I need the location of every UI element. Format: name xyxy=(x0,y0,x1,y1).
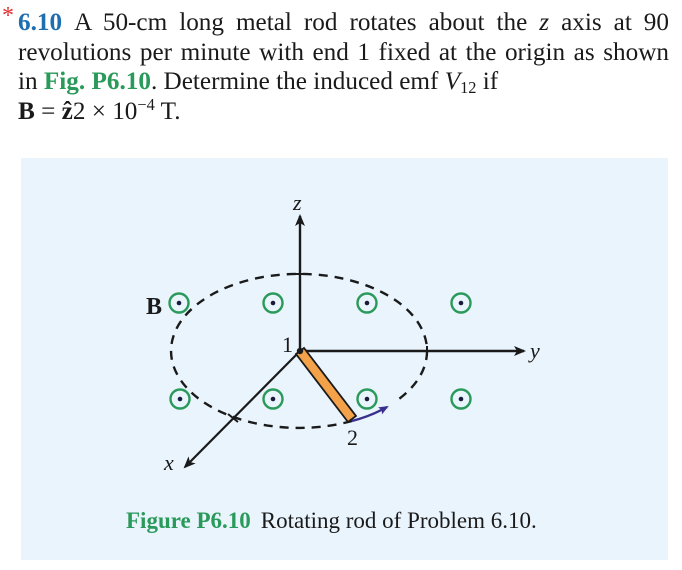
emf-subscript: 12 xyxy=(460,78,477,98)
rod-end-2-label: 2 xyxy=(347,425,358,450)
y-axis xyxy=(300,346,526,356)
figure-reference-link[interactable]: Fig. P6.10 xyxy=(43,68,151,95)
z-axis-label: z xyxy=(292,190,302,215)
field-unit: T. xyxy=(154,97,181,125)
unit-vector-z: ẑ xyxy=(61,97,73,125)
problem-number: 6.10 xyxy=(18,9,63,36)
metal-rod xyxy=(294,346,358,424)
magnetic-field-symbols xyxy=(168,292,472,410)
field-symbol: B xyxy=(18,97,35,125)
rod-end-1-label: 1 xyxy=(282,332,293,357)
rotation-path-ellipse xyxy=(169,272,429,430)
rotating-rod-diagram: z y x B 1 2 xyxy=(146,190,540,475)
figure-caption-label: Figure P6.10 xyxy=(126,508,251,533)
starred-problem-marker: * xyxy=(2,3,14,29)
equals-sign: = xyxy=(34,97,62,125)
problem-text-3: . Determine the induced emf xyxy=(150,68,445,95)
rotation-direction-arrow xyxy=(351,405,389,423)
problem-statement: *6.10 A 50-cm long metal rod rotates abou… xyxy=(2,3,669,126)
y-axis-label: y xyxy=(528,338,540,363)
figure-caption-text: Rotating rod of Problem 6.10. xyxy=(260,508,537,533)
x-axis-label: x xyxy=(163,450,174,475)
figure-caption: Figure P6.10 Rotating rod of Problem 6.10… xyxy=(126,508,537,534)
field-value: 2 × 10 xyxy=(72,97,138,125)
field-out-of-page-dots xyxy=(176,300,464,402)
figure-panel: z y x B 1 2 xyxy=(21,158,668,560)
problem-text-2: axis at 90 revolutions per minute with e… xyxy=(18,9,669,95)
problem-text-4: if xyxy=(476,68,499,95)
z-symbol: z xyxy=(539,9,550,36)
problem-text-1: A 50-cm long metal rod rotates about the xyxy=(74,9,540,36)
z-axis xyxy=(295,214,305,352)
field-exponent: −4 xyxy=(137,94,155,114)
field-label-b: B xyxy=(146,294,162,320)
emf-symbol: V xyxy=(444,68,461,95)
x-axis xyxy=(183,350,301,469)
